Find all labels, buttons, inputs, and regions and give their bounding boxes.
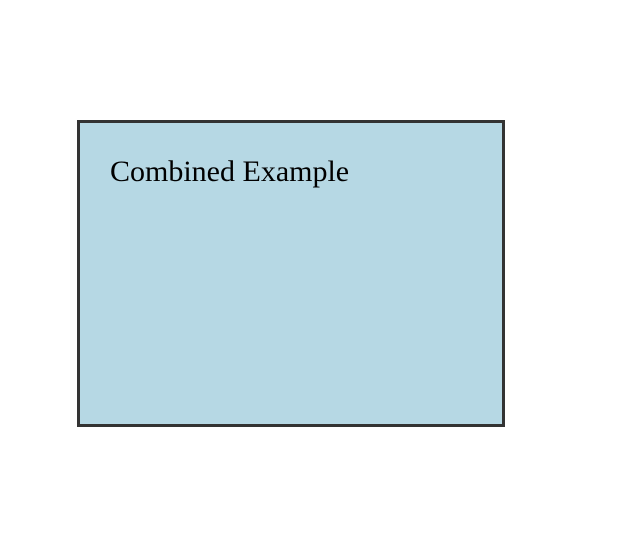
- combined-example-box: Combined Example: [77, 120, 505, 427]
- box-title: Combined Example: [110, 155, 350, 188]
